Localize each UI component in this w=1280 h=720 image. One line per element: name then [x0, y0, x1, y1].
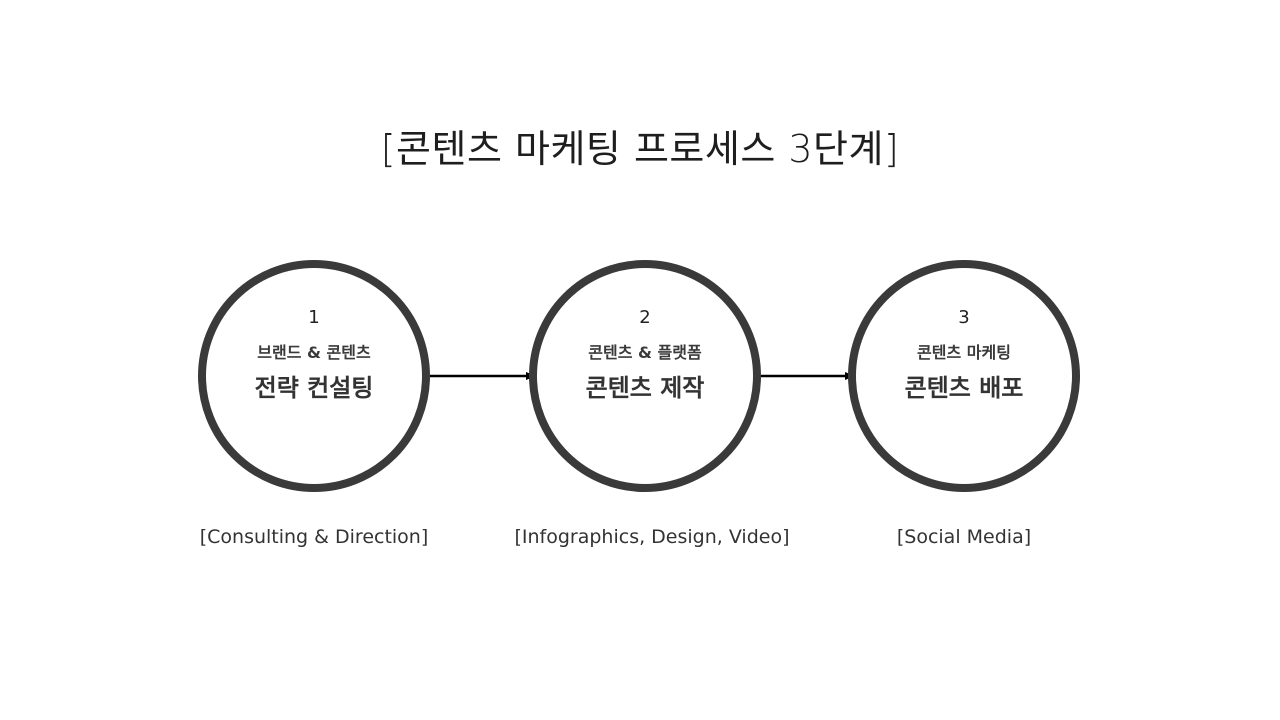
step-number: 3	[958, 307, 970, 328]
step-number: 2	[639, 307, 651, 328]
step-caption-2: [Infographics, Design, Video]	[514, 526, 790, 548]
step-caption-3: [Social Media]	[896, 526, 1032, 548]
step-subtitle: 콘텐츠 마케팅	[917, 343, 1011, 362]
step-heading: 콘텐츠 배포	[904, 374, 1024, 402]
step-circle-1: 1 브랜드 & 콘텐츠 전략 컨설팅	[198, 260, 430, 492]
step-subtitle: 콘텐츠 & 플랫폼	[588, 343, 702, 362]
step-number: 1	[308, 307, 320, 328]
step-heading: 전략 컨설팅	[254, 374, 374, 402]
step-caption-1: [Consulting & Direction]	[199, 526, 429, 548]
step-circle-3: 3 콘텐츠 마케팅 콘텐츠 배포	[848, 260, 1080, 492]
diagram-title: [콘텐츠 마케팅 프로세스 3단계]	[380, 127, 900, 171]
step-subtitle: 브랜드 & 콘텐츠	[257, 343, 371, 362]
step-heading: 콘텐츠 제작	[585, 374, 705, 402]
step-circle-2: 2 콘텐츠 & 플랫폼 콘텐츠 제작	[529, 260, 761, 492]
